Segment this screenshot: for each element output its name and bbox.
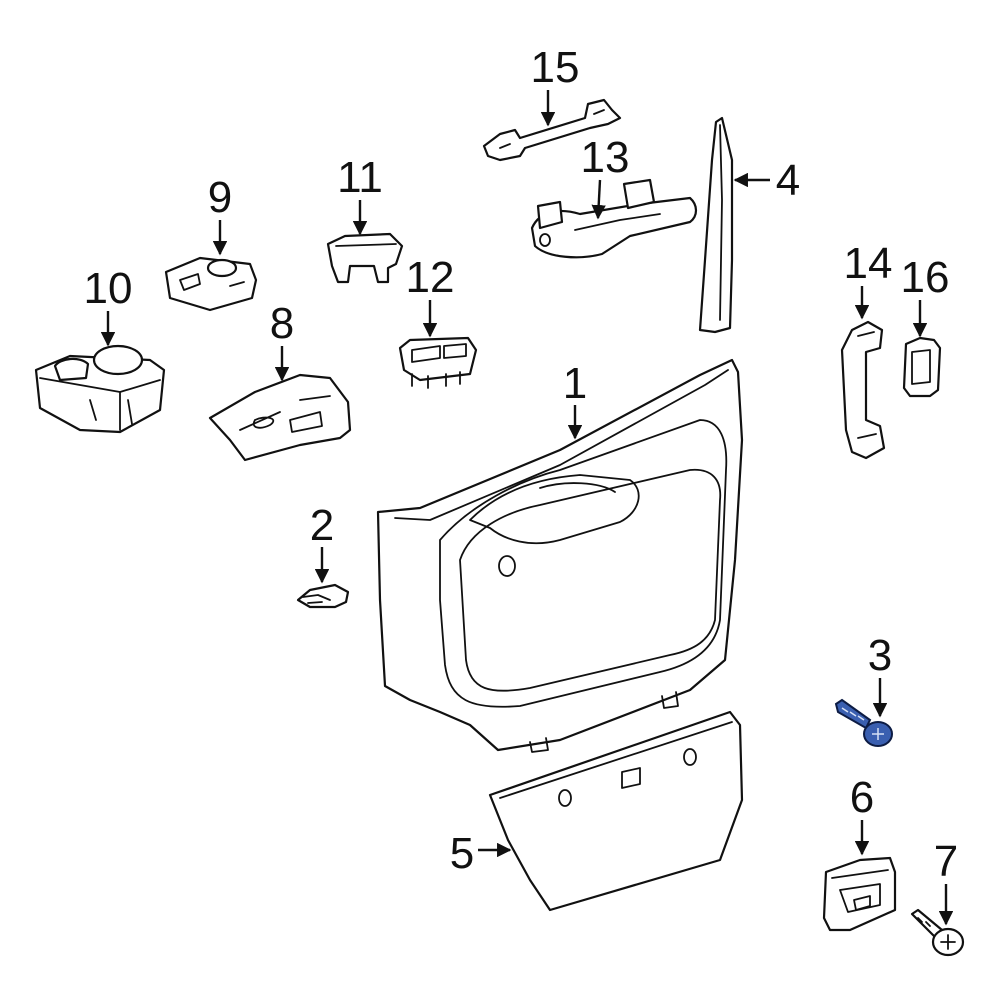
callout-9-label: 9 [208, 173, 232, 222]
callout-11: 11 [337, 153, 383, 236]
callout-1-label: 1 [563, 359, 587, 408]
callout-10: 10 [84, 264, 133, 347]
part-7-screw [910, 908, 965, 957]
callout-3-label: 3 [868, 631, 892, 680]
callout-10-label: 10 [84, 264, 133, 313]
part-15-bracket [482, 98, 622, 162]
callout-8-label: 8 [270, 299, 294, 348]
callout-16-label: 16 [901, 253, 950, 302]
part-10-switch-module [34, 344, 166, 434]
part-8-bracket-plate [208, 373, 352, 462]
callout-14-label: 14 [844, 239, 893, 288]
callout-11-label: 11 [337, 153, 383, 202]
callout-6: 6 [850, 773, 874, 856]
part-12-window-switch [398, 336, 478, 389]
part-1-door-trim-panel [376, 358, 744, 753]
callout-13: 13 [581, 133, 630, 220]
callout-4-label: 4 [776, 156, 800, 205]
callout-7: 7 [934, 837, 958, 926]
callout-14: 14 [844, 239, 893, 320]
callout-7-label: 7 [934, 837, 958, 886]
part-16-cover-cap [902, 336, 942, 398]
callout-8: 8 [270, 299, 294, 382]
callout-5: 5 [450, 829, 512, 878]
callout-4: 4 [733, 156, 800, 205]
callout-2: 2 [310, 501, 334, 584]
callout-16: 16 [901, 253, 950, 338]
part-14-grab-handle [840, 320, 886, 460]
callout-1: 1 [563, 359, 587, 440]
part-5-lower-panel [488, 710, 744, 912]
callout-2-label: 2 [310, 501, 334, 550]
part-6-retainer [822, 856, 897, 932]
callout-15-label: 15 [531, 43, 580, 92]
callout-6-label: 6 [850, 773, 874, 822]
callout-15: 15 [531, 43, 580, 127]
part-9-switch-unit [164, 256, 258, 312]
callout-5-label: 5 [450, 829, 474, 878]
callout-12-label: 12 [406, 253, 455, 302]
part-2-clip [296, 583, 350, 609]
part-4-trim-strip [698, 116, 734, 334]
part-3-screw [834, 698, 893, 747]
callout-9: 9 [208, 173, 232, 256]
callout-13-label: 13 [581, 133, 630, 182]
callout-3: 3 [868, 631, 892, 718]
part-11-switch-cover [326, 232, 404, 284]
callout-12: 12 [406, 253, 455, 338]
callout-13-arrow [591, 179, 606, 220]
part-13-pull-handle [530, 178, 698, 259]
